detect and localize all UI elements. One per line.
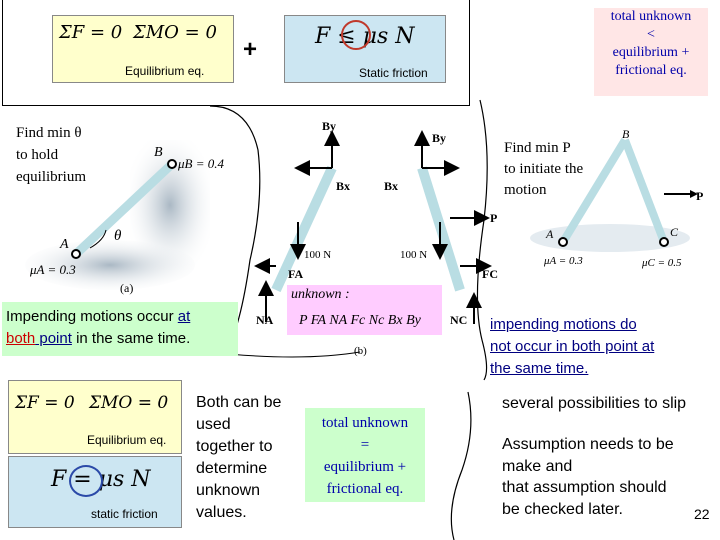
- free-body-diagram-b: By By Bx Bx P 100 N 100 N FA FC NA NC (b…: [254, 119, 498, 357]
- label-C-right: C: [670, 225, 679, 239]
- label-by-right: By: [432, 131, 446, 145]
- unknown-title: unknown :: [291, 287, 350, 302]
- p-arrowhead: [690, 190, 698, 198]
- label-A: A: [59, 237, 69, 252]
- impending-same-time-box: Impending motions occur at both point in…: [2, 302, 238, 356]
- label-by-left: By: [322, 119, 336, 133]
- top-frame: [2, 0, 470, 106]
- label-B-right: B: [622, 128, 630, 141]
- label-A-right: A: [545, 227, 554, 241]
- plus-sign: +: [243, 36, 258, 63]
- both-can-be-used-text: Both can be used together to determine u…: [196, 394, 282, 521]
- circle-highlight-icon: [341, 20, 371, 50]
- find-min-theta-text: Find min θ to hold equilibrium: [16, 125, 86, 185]
- equilibrium-box-top: ΣF = 0 ΣMO = 0 Equilibrium eq.: [52, 15, 234, 83]
- label-muC-right: μC = 0.5: [641, 257, 682, 269]
- underlined-point: point: [35, 330, 72, 347]
- theta-arc: [89, 229, 107, 249]
- total-unknown-less-note: total unknown < equilibrium + frictional…: [594, 8, 708, 96]
- floor-shadow: [25, 240, 195, 290]
- static-friction-box-top: F ≤ μs N Static friction: [284, 15, 446, 83]
- ladder-illustration-a: B μB = 0.4 A θ μA = 0.3 (a): [25, 140, 224, 295]
- caption-a: (a): [120, 281, 133, 295]
- unknown-variables: P FA NA Fc Nc Bx By: [299, 313, 421, 328]
- right-leg: [621, 138, 668, 244]
- label-fc: FC: [482, 267, 498, 281]
- sum-force-formula-bottom: ΣF = 0: [15, 393, 75, 413]
- sum-force-formula: ΣF = 0: [59, 22, 123, 43]
- pin-B-icon: [167, 159, 177, 169]
- label-muB: μB = 0.4: [177, 156, 224, 171]
- page-number: 22: [694, 506, 710, 522]
- bottom-right-curve: [450, 391, 472, 540]
- pin-C-right-icon: [659, 237, 669, 247]
- label-load-left: 100 N: [304, 249, 331, 261]
- underlined-at: at: [177, 308, 191, 325]
- label-bx-left: Bx: [336, 179, 350, 193]
- a-frame-illustration: B P A C μA = 0.3 μC = 0.5: [530, 128, 703, 269]
- equilibrium-label-bottom: Equilibrium eq.: [87, 433, 167, 447]
- label-p: P: [490, 211, 497, 225]
- label-bx-right: Bx: [384, 179, 398, 193]
- underlined-both: both: [6, 330, 36, 347]
- oval-highlight-icon: [69, 465, 103, 497]
- left-leg: [559, 137, 629, 245]
- caption-b: (b): [354, 345, 367, 357]
- left-member: [271, 165, 337, 293]
- label-B: B: [154, 145, 163, 160]
- equilibrium-label: Equilibrium eq.: [125, 64, 205, 78]
- sum-moment-formula-bottom: ΣMO = 0: [89, 393, 169, 413]
- several-possibilities-text: several possibilities to slip: [502, 395, 687, 412]
- pin-A-right-icon: [558, 237, 568, 247]
- label-na: NA: [256, 313, 274, 327]
- total-unknown-equal-box: total unknown = equilibrium + frictional…: [305, 408, 425, 502]
- pin-A-icon: [71, 249, 81, 259]
- left-curve-divider: [209, 105, 261, 351]
- sum-moment-formula: ΣMO = 0: [133, 22, 217, 43]
- find-min-p-text: Find min P to initiate the motion: [504, 140, 584, 198]
- label-theta: θ: [114, 228, 122, 244]
- static-friction-box-bottom: F = μs N static friction: [8, 456, 182, 528]
- label-fa: FA: [288, 267, 303, 281]
- label-nc: NC: [450, 313, 467, 327]
- label-P-right: P: [696, 189, 703, 203]
- impending-not-same-time-box: impending motions do not occur in both p…: [490, 316, 655, 377]
- ladder-bar: [72, 160, 176, 258]
- equilibrium-box-bottom: ΣF = 0 ΣMO = 0 Equilibrium eq.: [8, 380, 182, 454]
- label-muA: μA = 0.3: [29, 262, 76, 277]
- assumption-text: Assumption needs to be make and that ass…: [502, 436, 674, 518]
- unknown-list-box: unknown : P FA NA Fc Nc Bx By: [287, 285, 442, 335]
- label-muA-right: μA = 0.3: [543, 255, 583, 267]
- label-load-right: 100 N: [400, 249, 427, 261]
- static-friction-label: Static friction: [359, 66, 428, 80]
- static-friction-label-bottom: static friction: [91, 507, 158, 521]
